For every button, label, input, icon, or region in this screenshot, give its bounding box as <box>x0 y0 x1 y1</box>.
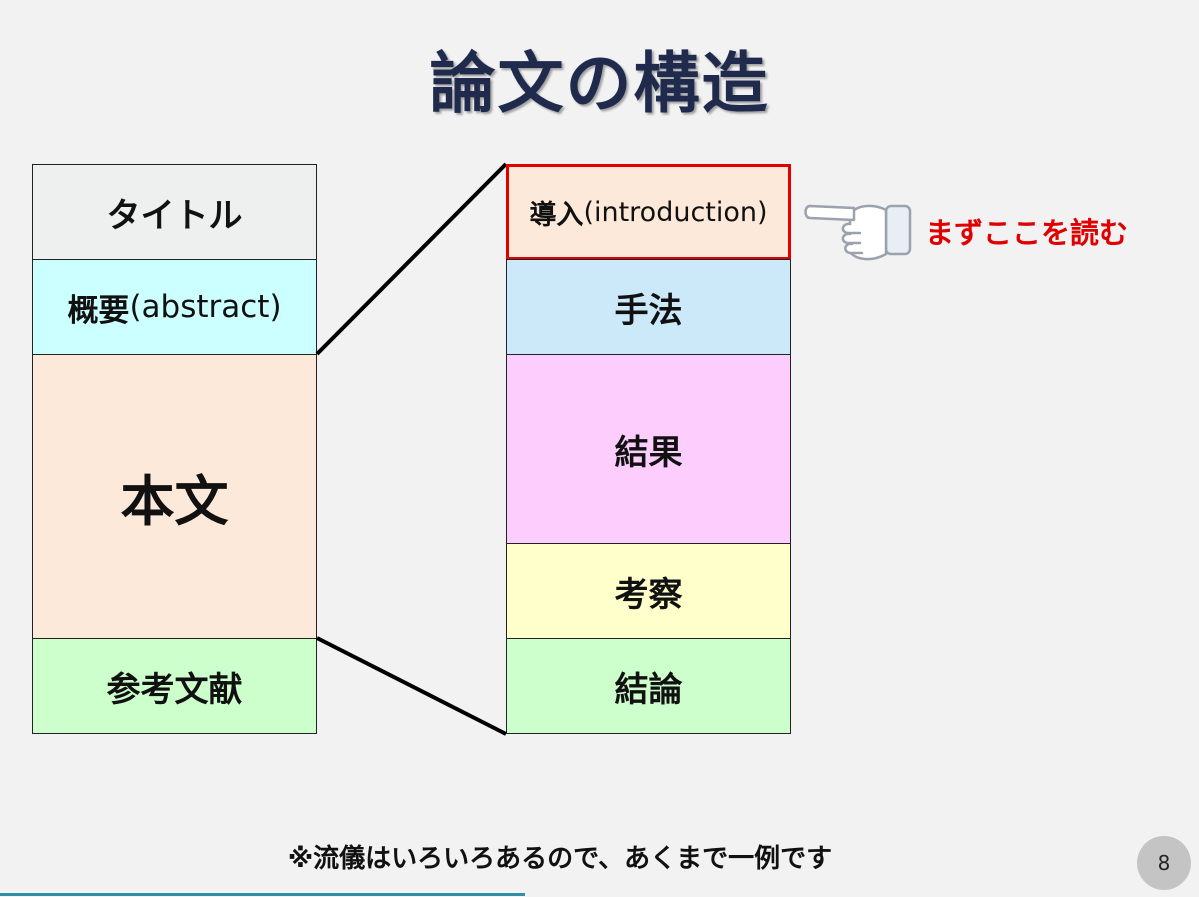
upper-connector-line <box>315 162 508 356</box>
abstract-block: 概要 (abstract) <box>32 259 317 355</box>
introduction-block-label: 導入 <box>529 199 584 231</box>
introduction-block: 導入(introduction) <box>506 164 791 260</box>
conclusion-block: 結論 <box>506 638 791 734</box>
discussion-block: 考察 <box>506 543 791 639</box>
methods-block: 手法 <box>506 259 791 355</box>
pointing-hand-icon <box>804 204 912 261</box>
references-block-label: 参考文献 <box>106 669 243 710</box>
conclusion-block-label: 結論 <box>614 669 683 710</box>
progress-bar <box>0 893 525 896</box>
title-block: タイトル <box>32 164 317 260</box>
results-block: 結果 <box>506 354 791 544</box>
body-block-label: 本文 <box>120 470 229 533</box>
title-block-label: タイトル <box>106 195 243 236</box>
methods-block-label: 手法 <box>614 290 683 331</box>
results-block-label: 結果 <box>614 432 683 473</box>
abstract-block-label: 概要 <box>67 292 130 329</box>
page-number-badge: 8 <box>1137 836 1191 890</box>
lower-connector-line <box>316 636 507 736</box>
references-block: 参考文献 <box>32 638 317 734</box>
footnote: ※流儀はいろいろあるので、あくまで一例です <box>287 844 833 874</box>
slide-title: 論文の構造 <box>429 45 770 122</box>
page-number: 8 <box>1157 851 1171 875</box>
introduction-block-paren: (introduction) <box>583 196 768 228</box>
discussion-block-label: 考察 <box>614 574 683 615</box>
abstract-block-paren: (abstract) <box>129 289 282 325</box>
read-first-callout: まずここを読む <box>925 216 1129 250</box>
